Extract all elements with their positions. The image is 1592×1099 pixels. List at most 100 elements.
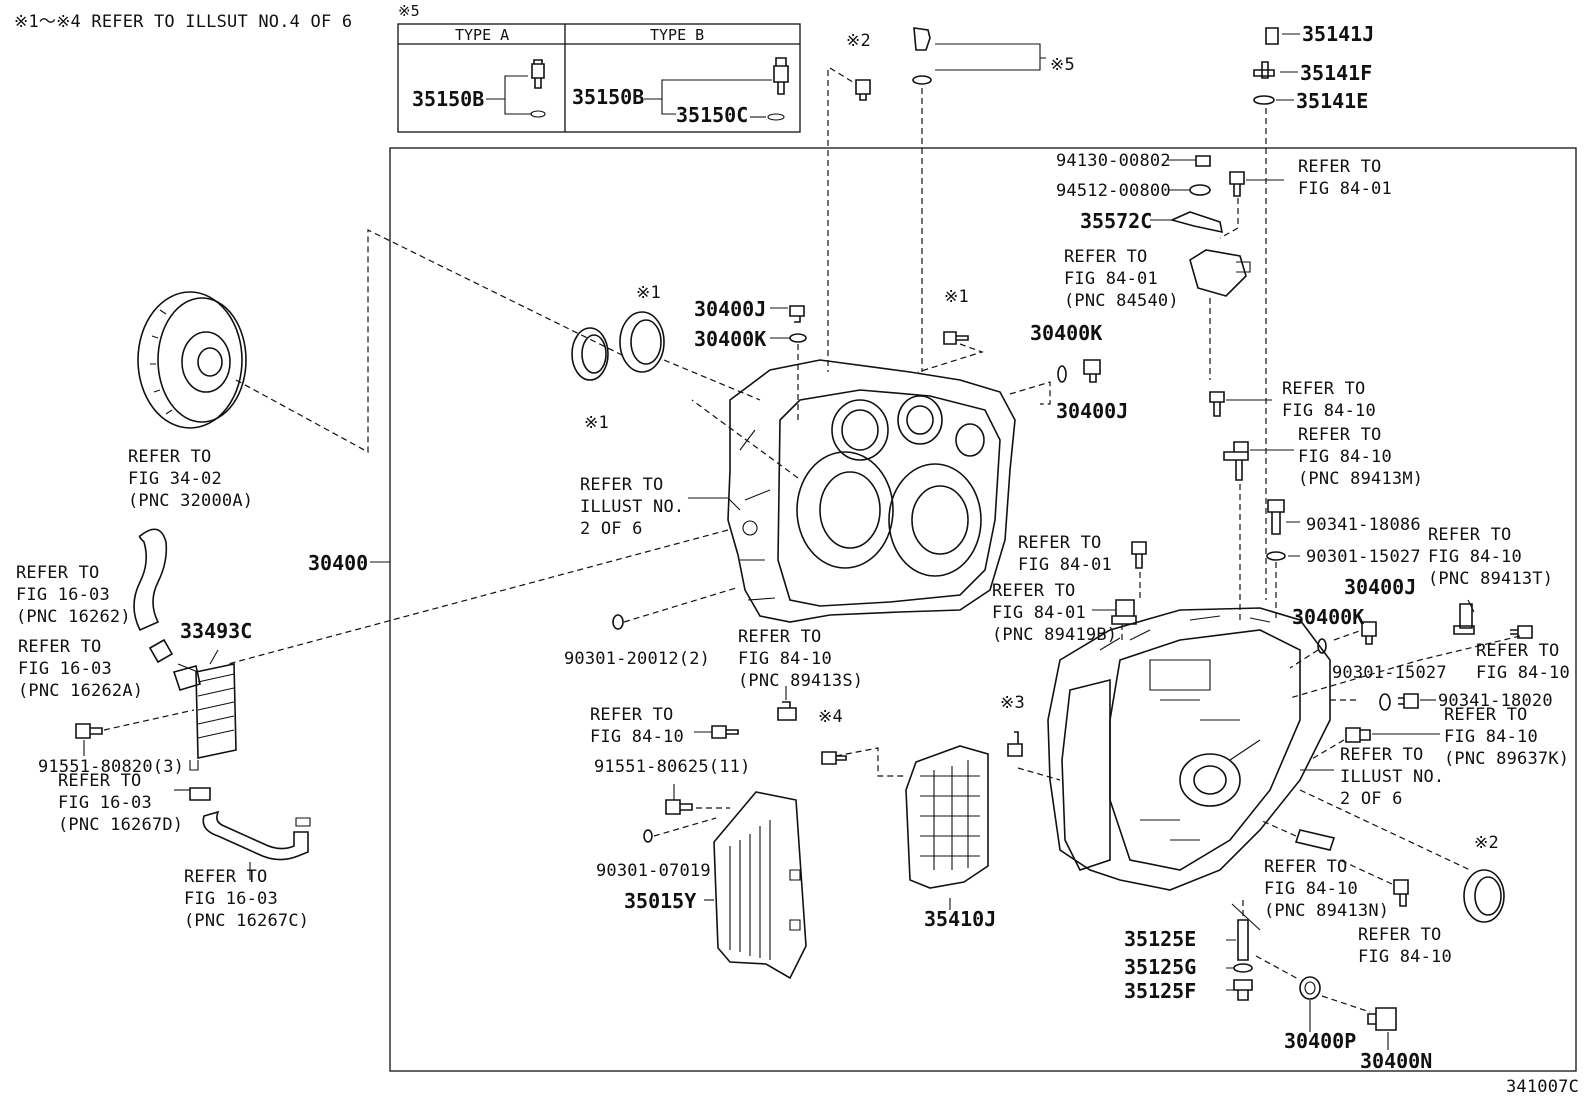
label-line: 90301-15027 bbox=[1332, 663, 1447, 683]
type-box: ※5 TYPE A TYPE B 35150B 35150B 35150C bbox=[397, 2, 801, 133]
label-p-35125g: 35125G bbox=[1124, 955, 1196, 979]
label-line: ※1 bbox=[584, 413, 609, 433]
oil-seal-pair bbox=[571, 311, 665, 381]
label-line: REFER TO bbox=[1018, 533, 1101, 553]
label-line: REFER TO bbox=[1282, 379, 1365, 399]
label-line: 90341-18086 bbox=[1306, 515, 1421, 535]
bolt-84-01-mid bbox=[1131, 541, 1147, 569]
sensor-89413s bbox=[777, 701, 797, 721]
label-line: REFER TO bbox=[1298, 425, 1381, 445]
plug-35125 bbox=[1233, 919, 1253, 1001]
label-p-35141e: 35141E bbox=[1296, 89, 1368, 113]
label-line: ※2 bbox=[1474, 833, 1499, 853]
label-line: (PNC 89413S) bbox=[738, 671, 863, 691]
sensor-89419b bbox=[1111, 599, 1137, 625]
label-line: (PNC 16267C) bbox=[184, 911, 309, 931]
bolt-84-10-upper bbox=[1209, 391, 1225, 417]
label-mark-1-b: ※1 bbox=[584, 413, 609, 433]
label-line: 90301-20012(2) bbox=[564, 649, 710, 669]
label-line: FIG 84-10 bbox=[1358, 947, 1452, 967]
label-p-30400k-c: 30400K bbox=[1292, 605, 1364, 629]
label-line: 35141F bbox=[1300, 61, 1372, 85]
label-line: FIG 84-10 bbox=[1428, 547, 1522, 567]
label-line: 35125F bbox=[1124, 979, 1196, 1003]
bolt-84-01-top bbox=[1229, 171, 1245, 197]
bolt-84-10-left bbox=[711, 725, 739, 739]
label-line: 35141J bbox=[1302, 22, 1374, 46]
label-p-30400n: 30400N bbox=[1360, 1049, 1432, 1073]
upper-hose-16262 bbox=[133, 528, 168, 632]
gasket-90301-07019 bbox=[643, 829, 653, 843]
parts-35141 bbox=[1253, 27, 1279, 105]
plug-30400j-right bbox=[1057, 359, 1101, 383]
gasket-90301-20012 bbox=[612, 614, 624, 630]
label-p-35125e: 35125E bbox=[1124, 927, 1196, 951]
label-line: FIG 16-03 bbox=[18, 659, 112, 679]
label-line: ※1 bbox=[636, 283, 661, 303]
label-line: (PNC 16262) bbox=[16, 607, 131, 627]
label-line: FIG 34-02 bbox=[128, 469, 222, 489]
sensor-89637k bbox=[1345, 727, 1371, 743]
label-line: 35572C bbox=[1080, 209, 1152, 233]
label-p-94512: 94512-00800 bbox=[1056, 181, 1171, 201]
label-mark-2-top: ※2 bbox=[846, 31, 871, 51]
label-line: (PNC 84540) bbox=[1064, 291, 1179, 311]
label-line: FIG 84-10 bbox=[1282, 401, 1376, 421]
plug-90341-18086 bbox=[1266, 499, 1286, 561]
label-line: REFER TO bbox=[1476, 641, 1559, 661]
bolt-1 bbox=[943, 331, 969, 345]
label-line: FIG 84-10 bbox=[1476, 663, 1570, 683]
label-p-30400k-b: 30400K bbox=[1030, 321, 1102, 345]
plug-90341-18020 bbox=[1379, 693, 1419, 711]
label-line: FIG 84-10 bbox=[1298, 447, 1392, 467]
label-line: ※3 bbox=[1000, 693, 1025, 713]
label-line: REFER TO bbox=[18, 637, 101, 657]
label-line: (PNC 89413T) bbox=[1428, 569, 1553, 589]
label-mark-5: ※5 bbox=[1050, 55, 1075, 75]
label-p-30400j-c: 30400J bbox=[1344, 575, 1416, 599]
label-line: REFER TO bbox=[16, 563, 99, 583]
label-line: FIG 84-01 bbox=[1018, 555, 1112, 575]
bolt-91551-80625 bbox=[665, 799, 693, 815]
label-line: (PNC 89637K) bbox=[1444, 749, 1569, 769]
label-line: ※5 bbox=[1050, 55, 1075, 75]
label-line: ILLUST NO. bbox=[1340, 767, 1444, 787]
label-mark-3: ※3 bbox=[1000, 693, 1025, 713]
label-p-94130: 94130-00802 bbox=[1056, 151, 1171, 171]
label-line: 30400K bbox=[1292, 605, 1364, 629]
label-p-90301-15027-b: 90301-15027 bbox=[1332, 663, 1447, 683]
transmission-case bbox=[727, 359, 1016, 623]
type-b-part2: 35150C bbox=[676, 103, 748, 127]
label-line: 30400N bbox=[1360, 1049, 1432, 1073]
label-line: FIG 16-03 bbox=[16, 585, 110, 605]
label-line: 2 OF 6 bbox=[580, 519, 643, 539]
labels-layer: 35141J 35141F 35141E ※2 ※5 94130-00802 94512-0… bbox=[16, 22, 1570, 1073]
label-p-35015y: 35015Y bbox=[624, 889, 696, 913]
washer-94512 bbox=[1189, 184, 1211, 196]
label-line: 94512-00800 bbox=[1056, 181, 1171, 201]
label-line: 35410J bbox=[924, 907, 996, 931]
lower-hose-16267c bbox=[202, 810, 311, 861]
label-line: 30400K bbox=[694, 327, 766, 351]
label-line: REFER TO bbox=[738, 627, 821, 647]
label-p-30400j-b: 30400J bbox=[1056, 399, 1128, 423]
label-line: 35015Y bbox=[624, 889, 696, 913]
label-line: FIG 84-01 bbox=[1064, 269, 1158, 289]
label-p-35141j: 35141J bbox=[1302, 22, 1374, 46]
label-line: 30400J bbox=[1056, 399, 1128, 423]
label-line: (PNC 89413N) bbox=[1264, 901, 1389, 921]
label-p-30400k-a: 30400K bbox=[694, 327, 766, 351]
torque-converter bbox=[137, 291, 247, 429]
label-mark-1-a: ※1 bbox=[636, 283, 661, 303]
label-line: REFER TO bbox=[992, 581, 1075, 601]
label-line: FIG 84-01 bbox=[1298, 179, 1392, 199]
gasket-30400p bbox=[1299, 976, 1321, 1000]
